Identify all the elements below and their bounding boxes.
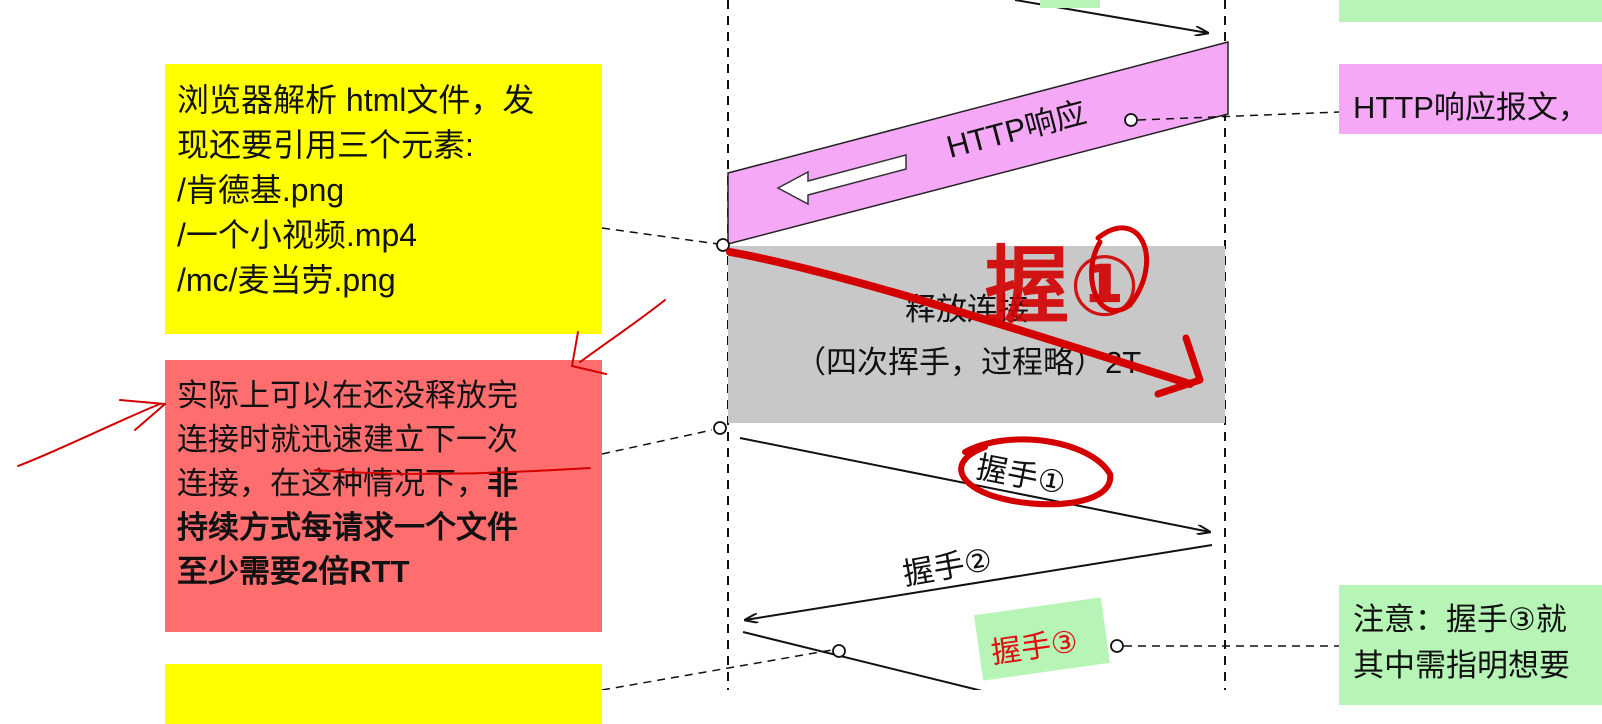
leader-browser-parse [601,227,719,245]
note-attention: 注意：握手③就 其中需指明想要 [1339,585,1602,705]
leader-http-response [1137,111,1340,121]
hand-arrow-across [726,248,1194,388]
note-line: /肯德基.png [177,172,345,208]
handshake3-label-box [974,597,1110,681]
hand-underline [314,467,591,475]
leader-fast-connect [601,429,713,455]
leader-endpoint [716,238,730,252]
note-line-bold: 至少需要2倍RTT [177,554,410,589]
handshake2-label: 握手② [900,542,995,592]
hand-arrow-right [571,299,666,375]
note-line: 注意：握手③就 [1353,602,1567,637]
note-fast-connect: 实际上可以在还没释放完 连接时就迅速建立下一次 连接，在这种情况下，非 持续方式… [165,360,602,632]
note-line: 实际上可以在还没释放完 [177,378,518,413]
leader-http-request [601,649,833,690]
leader-endpoint [713,421,727,435]
sequence-diagram: HTTP响应 释放连接 （四次挥手，过程略）2T 握手① 握手② 握手③ 握① [17,0,1340,690]
note-line: /mc/麦当劳.png [177,262,396,298]
left-arrow-icon [776,154,907,206]
handwritten-label: 握① [985,239,1140,333]
release-connection-band [728,246,1225,423]
note-top-right-green [1339,0,1602,22]
leader-endpoint [1110,639,1124,653]
hand-circle-handshake [958,436,1114,508]
note-line: 连接时就迅速建立下一次 [177,422,518,457]
handshake3-arrow [742,631,983,690]
note-line: /一个小视频.mp4 [177,217,418,253]
handwritten-annotations [17,225,1204,508]
note-line: 现还要引用三个元素: [177,127,474,163]
request-label-fragment [1040,0,1100,8]
handshake2-arrow [745,544,1213,620]
note-line-bold: 持续方式每请求一个文件 [177,510,518,545]
http-response-band [727,41,1229,245]
note-line: 浏览器解析 html文件，发 [177,82,535,118]
hand-arrow-left [17,399,166,467]
note-line: HTTP响应报文， [1353,90,1589,125]
note-http-response: HTTP响应报文， [1339,64,1602,134]
hand-circle-1 [1089,225,1149,314]
note-browser-parse: 浏览器解析 html文件，发 现还要引用三个元素: /肯德基.png /一个小视… [165,64,602,334]
leader-endpoint [832,644,846,658]
hand-arrowhead [1154,334,1204,398]
note-line: 其中需指明想要 [1353,648,1570,683]
leader-endpoint [1124,113,1138,127]
